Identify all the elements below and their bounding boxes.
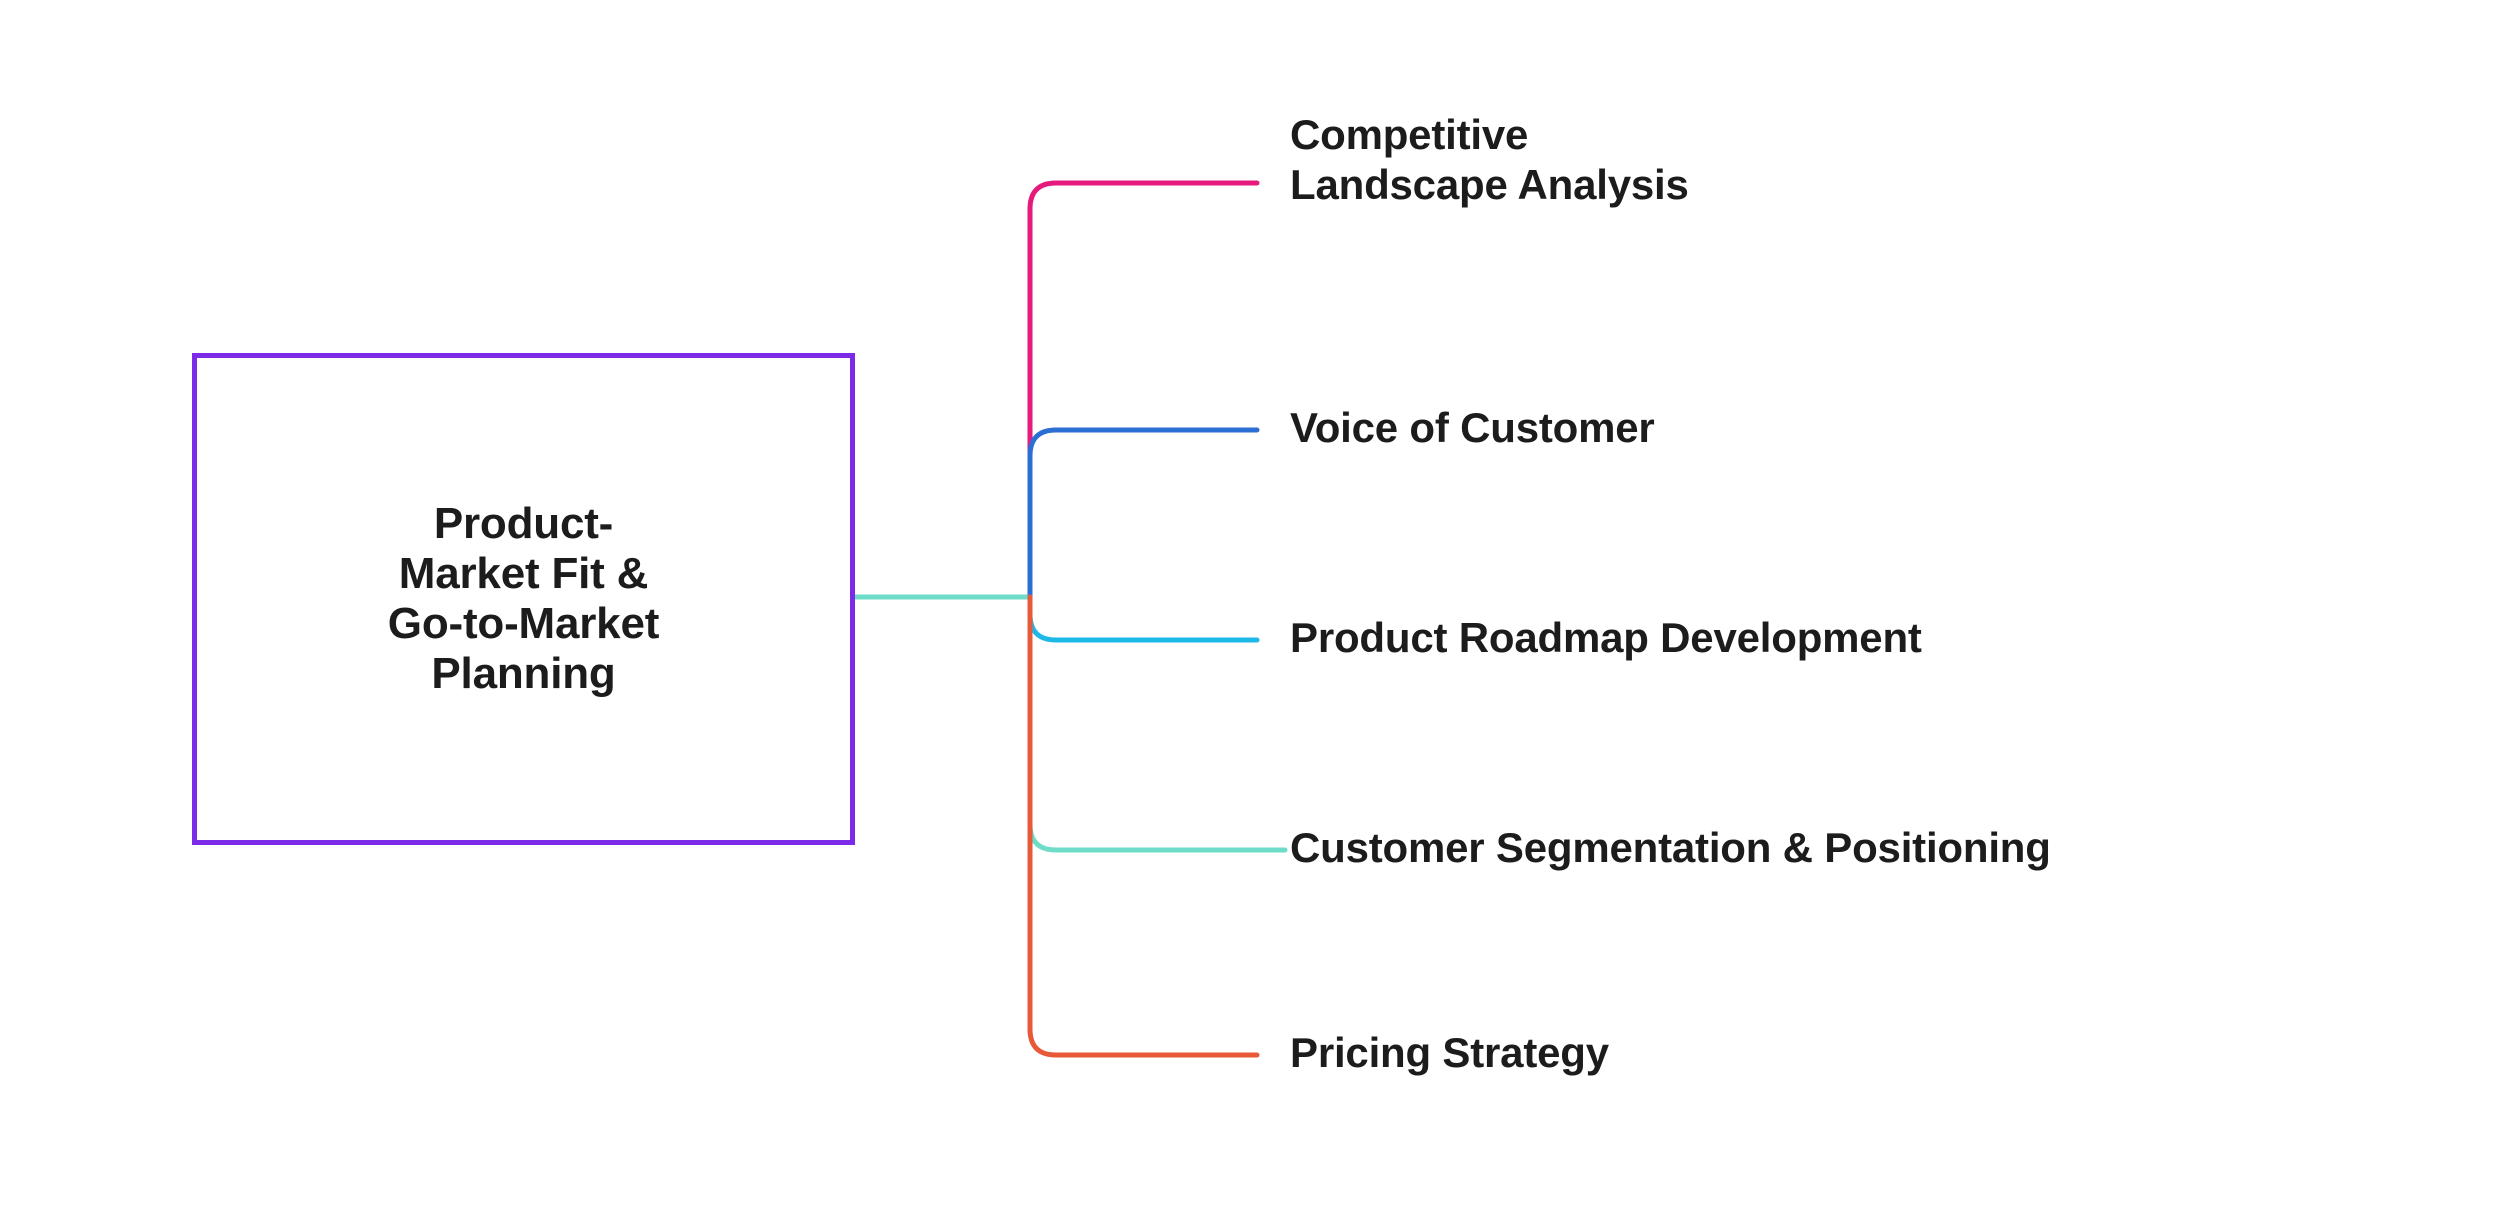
connector-branch-2 xyxy=(1027,594,1260,643)
root-node-label: Product- Market Fit & Go-to-Market Plann… xyxy=(387,498,660,699)
connector-branch-3 xyxy=(1027,594,1288,853)
connector-branch-0 xyxy=(1027,180,1260,600)
connector-branch-1 xyxy=(1027,427,1260,600)
branch-label-competitive-landscape-analysis[interactable]: Competitive Landscape Analysis xyxy=(1290,111,1689,209)
branch-label-voice-of-customer[interactable]: Voice of Customer xyxy=(1290,404,1655,451)
connector-branch-4 xyxy=(1027,594,1260,1058)
root-node[interactable]: Product- Market Fit & Go-to-Market Plann… xyxy=(192,353,855,845)
branch-label-customer-segmentation-positioning[interactable]: Customer Segmentation & Positioning xyxy=(1290,824,2051,871)
branch-label-product-roadmap-development[interactable]: Product Roadmap Development xyxy=(1290,614,1922,661)
branch-label-pricing-strategy[interactable]: Pricing Strategy xyxy=(1290,1029,1609,1076)
